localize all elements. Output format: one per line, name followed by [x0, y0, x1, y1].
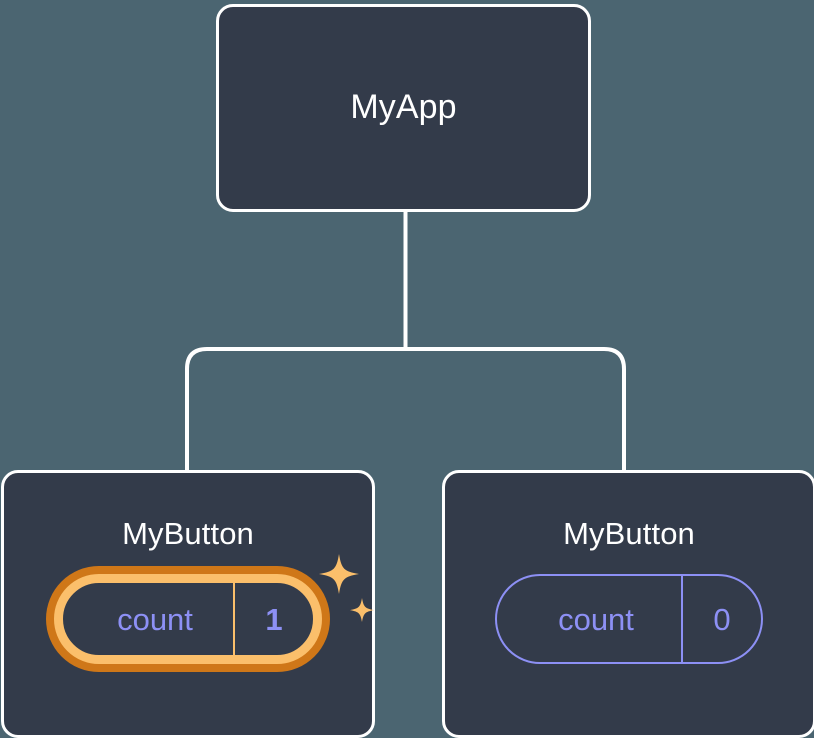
- state-badge-wrapper: count 1: [54, 554, 374, 665]
- state-value-label: 0: [713, 601, 731, 637]
- state-badge-wrapper: count 0: [495, 574, 763, 665]
- state-badge-count[interactable]: count 0: [495, 574, 763, 665]
- connector-branch: [185, 347, 626, 471]
- node-mybutton-right[interactable]: MyButton count 0: [442, 470, 814, 738]
- sparkles-icon: [319, 554, 374, 623]
- state-name-label: count: [117, 601, 193, 637]
- state-badge-divider: [233, 583, 235, 656]
- state-badge-count-highlighted[interactable]: count 1: [54, 574, 322, 665]
- state-name-label: count: [558, 601, 634, 637]
- node-title: MyApp: [350, 88, 457, 127]
- state-badge-divider: [681, 576, 683, 663]
- node-title: MyButton: [563, 516, 695, 551]
- node-mybutton-left[interactable]: MyButton count 1: [1, 470, 375, 738]
- node-title: MyButton: [122, 516, 254, 551]
- node-myapp[interactable]: MyApp: [216, 4, 591, 212]
- state-value-label: 1: [265, 601, 283, 637]
